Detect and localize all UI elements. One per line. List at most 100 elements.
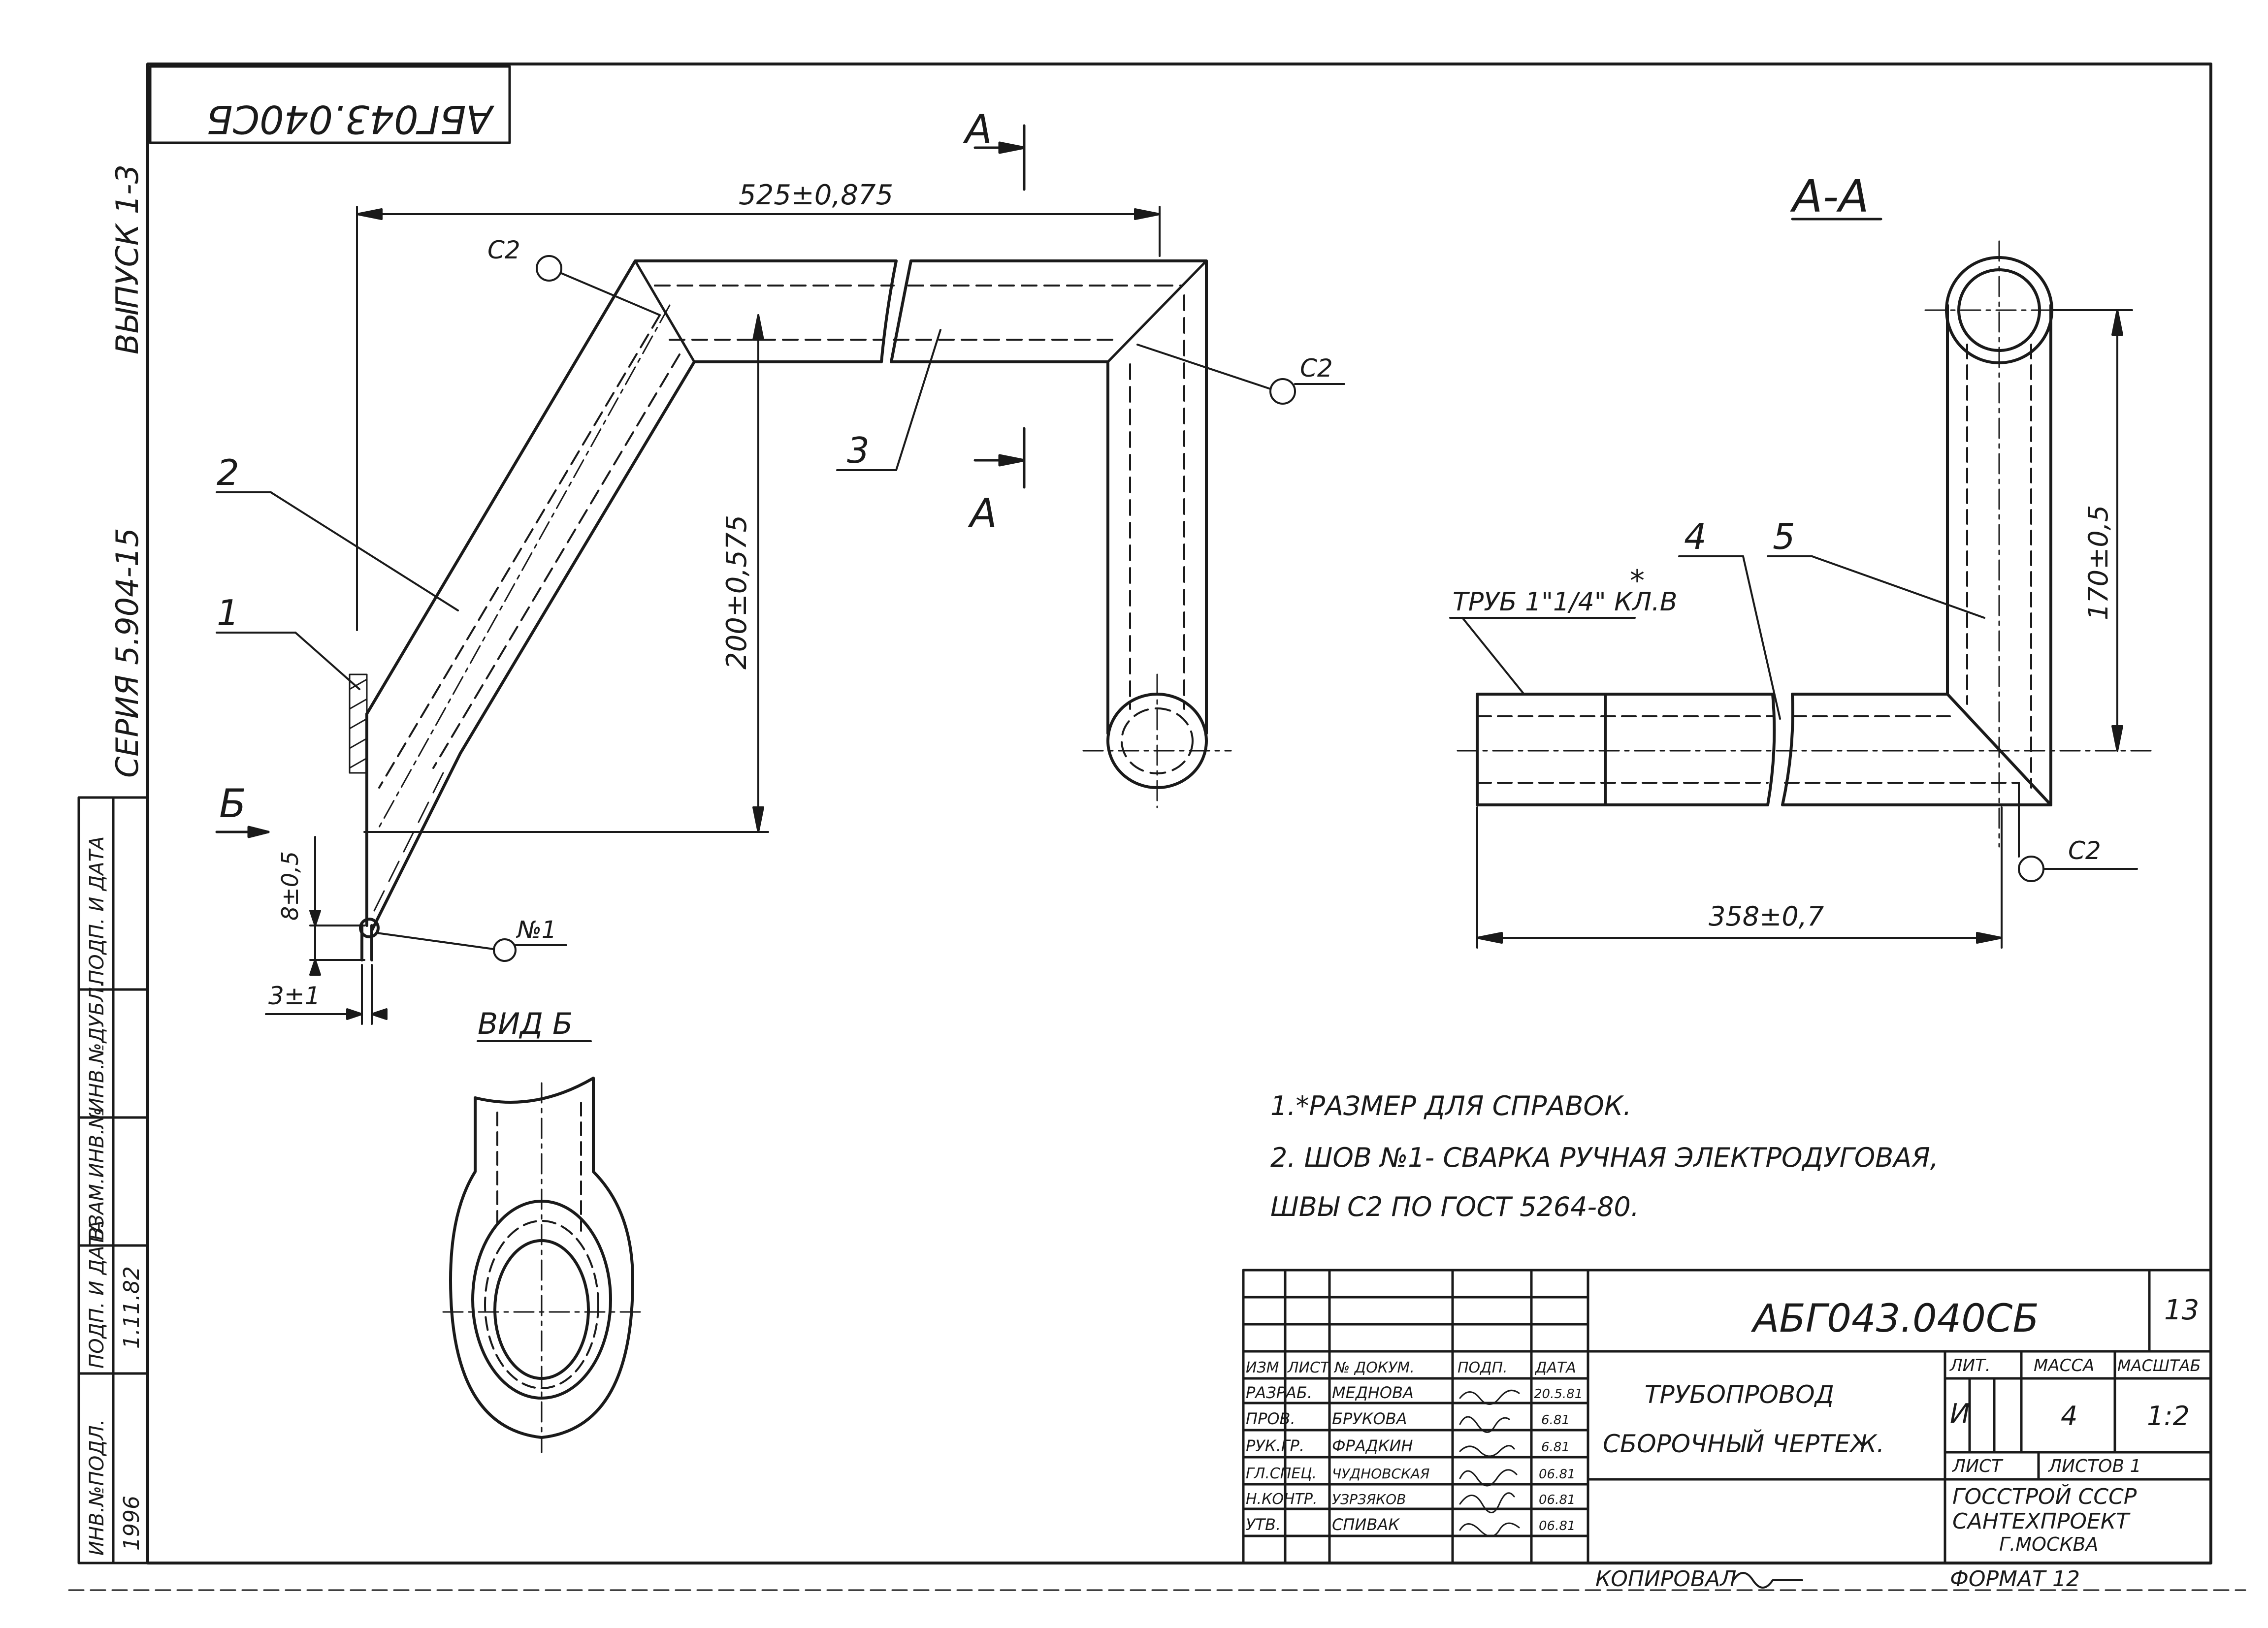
- mirrored-stamp-code: АБГ043.040СБ: [206, 96, 495, 141]
- note-2: 2. ШОВ №1- СВАРКА РУЧНАЯ ЭЛЕКТРОДУГОВАЯ,: [1270, 1142, 1939, 1173]
- scale-header: МАСШТАБ: [2117, 1356, 2201, 1375]
- dim-height-text: 200±0,575: [721, 515, 753, 670]
- dim-3-text: 3±1: [268, 982, 321, 1010]
- date-ruk: 6.81: [1541, 1440, 1570, 1455]
- note-3: ШВЫ С2 ПО ГОСТ 5264-80.: [1270, 1191, 1639, 1222]
- lit-value: И: [1950, 1398, 1970, 1429]
- sign-row-2: ПРОВ. БРУКОВА 6.81: [1246, 1409, 1570, 1428]
- view-b-arrow-letter: Б: [219, 781, 246, 827]
- weld-n1-text: №1: [516, 916, 556, 944]
- col-header-podp: ПОДП.: [1458, 1359, 1508, 1376]
- role-prov: ПРОВ.: [1246, 1409, 1296, 1428]
- view-b-arrow: [215, 826, 270, 838]
- dimension-width: [356, 206, 1161, 631]
- section-weld-c2-text: С2: [2068, 836, 2101, 865]
- left-margin: ВЫПУСК 1-3 СЕРИЯ 5.904-15: [109, 164, 145, 778]
- dimension-small: [265, 836, 388, 1025]
- pipe-label-asterisk: *: [1630, 564, 1645, 598]
- date-nkontr: 06.81: [1539, 1493, 1575, 1507]
- section-horizontal-pipe: [1476, 693, 2052, 806]
- pos-4-label: 4: [1684, 516, 1707, 557]
- name-utv: СПИВАК: [1332, 1515, 1400, 1534]
- strip-label-podp-data-1: ПОДП. И ДАТА: [86, 1220, 108, 1369]
- col-header-izm: ИЗМ: [1246, 1359, 1279, 1376]
- sheet-label: ЛИСТ: [1951, 1456, 2004, 1476]
- title-line-1: ТРУБОПРОВОД: [1645, 1380, 1834, 1409]
- name-nkontr: УЗРЗЯКОВ: [1332, 1491, 1406, 1507]
- pos-5-label: 5: [1773, 516, 1795, 557]
- name-ruk: ФРАДКИН: [1332, 1436, 1413, 1455]
- pos-3-label: 3: [847, 430, 870, 471]
- view-b: ВИД Б: [442, 1007, 641, 1453]
- pipe-part-2: [365, 259, 696, 932]
- strip-label-podp-data-2: ПОДП. И ДАТА: [86, 836, 108, 985]
- title-block: АБГ043.040СБ 13 ТРУБОПРОВОД СБОРОЧНЫЙ ЧЕ…: [1242, 1269, 2212, 1564]
- org-line-1: ГОССТРОЙ СССР: [1952, 1483, 2137, 1509]
- role-ruk: РУК.ГР.: [1246, 1436, 1304, 1455]
- section-dim-width: [1476, 806, 2003, 949]
- strip-label-inv-podl: ИНВ.№ПОДЛ.: [86, 1419, 108, 1556]
- pipe-part-3-inner: [654, 285, 1183, 341]
- lit-header: ЛИТ.: [1949, 1356, 1991, 1375]
- view-b-title: ВИД Б: [478, 1007, 573, 1041]
- weld-hatch: [349, 673, 444, 912]
- sign-row-1: РАЗРАБ. МЕДНОВА 20.5.81: [1246, 1383, 1583, 1402]
- issue-label: ВЫПУСК 1-3: [109, 164, 145, 354]
- section-vertical-centerline: [1924, 240, 2074, 848]
- callout-leader-1: [216, 632, 360, 690]
- view-b-inner: [484, 1102, 599, 1389]
- org-line-2: САНТЕХПРОЕКТ: [1952, 1509, 2131, 1534]
- footer-copied: КОПИРОВАЛ: [1595, 1566, 1736, 1592]
- date-utv: 06.81: [1539, 1519, 1575, 1533]
- mass-header: МАССА: [2034, 1356, 2094, 1375]
- mass-value: 4: [2061, 1401, 2077, 1432]
- sheets-label: ЛИСТОВ 1: [2047, 1456, 2141, 1476]
- weld-c2-top-text: С2: [487, 236, 520, 264]
- sign-row-5: Н.КОНТР. УЗРЗЯКОВ 06.81: [1246, 1491, 1575, 1508]
- role-razrab: РАЗРАБ.: [1246, 1383, 1312, 1402]
- mirrored-stamp: АБГ043.040СБ: [149, 65, 511, 144]
- col-header-list: ЛИСТ: [1287, 1359, 1330, 1376]
- footer: КОПИРОВАЛ ФОРМАТ 12: [1595, 1566, 2080, 1592]
- role-nkontr: Н.КОНТР.: [1246, 1491, 1318, 1508]
- dim-width-text: 525±0,875: [739, 179, 893, 211]
- pos-2-label: 2: [217, 452, 239, 493]
- sign-row-4: ГЛ.СПЕЦ. ЧУДНОВСКАЯ 06.81: [1246, 1465, 1575, 1482]
- date-razrab: 20.5.81: [1534, 1387, 1583, 1402]
- section-cut-letter-top: А: [963, 106, 992, 152]
- section-cut-mark-bottom: [973, 427, 1026, 489]
- title-line-2: СБОРОЧНЫЙ ЧЕРТЕЖ.: [1603, 1429, 1884, 1458]
- section-cut-letter-bottom: А: [968, 490, 997, 536]
- footer-format: ФОРМАТ 12: [1950, 1566, 2080, 1592]
- section-cut-mark-top: [973, 124, 1026, 191]
- section-title: А-А: [1790, 171, 1869, 223]
- pos-1-label: 1: [217, 592, 239, 634]
- weld-c2-right-text: С2: [1300, 354, 1333, 383]
- main-view: 525±0,875 А А: [215, 106, 1345, 1025]
- dim-8-text: 8±0,5: [277, 851, 303, 921]
- date-prov: 6.81: [1541, 1413, 1570, 1428]
- pipe-label-text: ТРУБ 1"1/4" КЛ.В: [1453, 587, 1677, 617]
- name-razrab: МЕДНОВА: [1332, 1383, 1414, 1402]
- section-dim-height-text: 170±0,5: [2083, 505, 2114, 620]
- pipe-label-leader: [1449, 617, 1636, 695]
- role-utv: УТВ.: [1246, 1515, 1281, 1534]
- section-dim-width-text: 358±0,7: [1709, 901, 1824, 932]
- scale-value: 1:2: [2147, 1401, 2190, 1432]
- left-stamp-strip: [77, 796, 149, 1564]
- section-weld-callout: [2018, 782, 2138, 882]
- strip-date-value: 1.11.82: [119, 1266, 144, 1349]
- role-glspec: ГЛ.СПЕЦ.: [1246, 1465, 1317, 1482]
- pipe-part-3-miter: [634, 259, 1208, 363]
- pipe-part-2-inner: [378, 314, 680, 789]
- strip-inv-value: 1996: [119, 1496, 144, 1551]
- callout-leader-3: [836, 329, 941, 471]
- footer-copied-signature: [1732, 1572, 1803, 1589]
- note-1: 1.*РАЗМЕР ДЛЯ СПРАВОК.: [1270, 1090, 1631, 1121]
- weld-callout-n1: [376, 932, 567, 962]
- weld-callout-right: [1136, 344, 1345, 405]
- strip-label-vzam-inv: ВЗАМ.ИНВ.№: [86, 1108, 108, 1241]
- pipe-part-2-centerline: [378, 304, 671, 828]
- sign-row-3: РУК.ГР. ФРАДКИН 6.81: [1246, 1436, 1570, 1455]
- title-doc-code: АБГ043.040СБ: [1750, 1297, 2039, 1341]
